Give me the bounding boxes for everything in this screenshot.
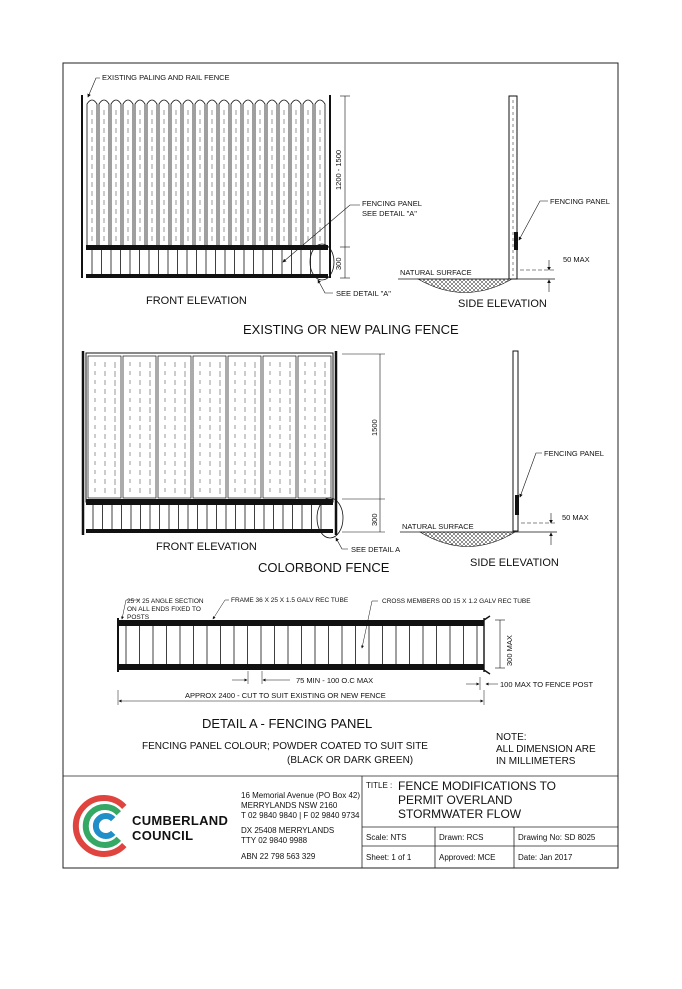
label-side-elevation-1: SIDE ELEVATION (458, 298, 547, 310)
note-heading: NOTE: (496, 732, 527, 743)
colorbond-sheet (87, 355, 122, 499)
cumberland-council-logo-icon (72, 795, 127, 857)
address-line-2: MERRYLANDS NSW 2160 (241, 801, 338, 810)
address-line-3: T 02 9840 9840 | F 02 9840 9734 (241, 811, 360, 820)
label-approx-2400: APPROX 2400 - CUT TO SUIT EXISTING OR NE… (185, 691, 386, 700)
colorbond-sheet (297, 355, 332, 499)
brand-name-line-2: COUNCIL (132, 828, 193, 843)
colorbond-sheet (227, 355, 262, 499)
brand-name-line-1: CUMBERLAND (132, 813, 228, 828)
label-existing-fence: EXISTING PALING AND RAIL FENCE (102, 73, 230, 82)
heading-paling-fence: EXISTING OR NEW PALING FENCE (243, 322, 459, 337)
label-front-elevation-paling: FRONT ELEVATION (146, 295, 247, 307)
colorbond-front-elevation (81, 351, 385, 550)
label-angle-section-3: POSTS (127, 614, 150, 621)
label-angle-section-1: 25 X 25 ANGLE SECTION (127, 598, 204, 605)
heading-detail-a: DETAIL A - FENCING PANEL (202, 716, 372, 731)
dim-300-colorbond: 300 (370, 513, 379, 526)
colorbond-sheets (87, 355, 332, 499)
panel-cross-members-colorbond (92, 505, 322, 529)
address-tty: TTY 02 9840 9988 (241, 836, 308, 845)
title-block (63, 775, 618, 868)
title-line-3: STORMWATER FLOW (398, 807, 522, 821)
colorbond-sheet (192, 355, 227, 499)
label-100-max: 100 MAX TO FENCE POST (500, 680, 594, 689)
sheet-border (62, 62, 619, 869)
label-angle-section-2: ON ALL ENDS FIXED TO (127, 606, 201, 613)
label-50-max-1: 50 MAX (563, 255, 590, 264)
paling-boards (86, 99, 326, 250)
colorbond-sheet (122, 355, 157, 499)
paling-front-elevation (81, 77, 360, 294)
detail-a-panel (117, 599, 505, 705)
label-colour-2: (BLACK OR DARK GREEN) (287, 755, 413, 766)
note-line-3: IN MILLIMETERS (496, 756, 576, 767)
label-front-elevation-colorbond: FRONT ELEVATION (156, 541, 257, 553)
title-line-1: FENCE MODIFICATIONS TO (398, 779, 556, 793)
label-cross-members: CROSS MEMBERS OD 15 X 1.2 GALV REC TUBE (382, 598, 531, 605)
field-scale: Scale: NTS (366, 833, 406, 842)
label-see-detail-a-colorbond: SEE DETAIL A (351, 545, 400, 554)
dim-300-paling: 300 (334, 257, 343, 270)
dim-1200-1500: 1200 - 1500 (334, 150, 343, 190)
colorbond-side-elevation (400, 350, 557, 547)
field-drawn: Drawn: RCS (439, 833, 483, 842)
label-fencing-panel-see-a-2: SEE DETAIL "A" (362, 209, 417, 218)
label-see-detail-a-paling: SEE DETAIL "A" (336, 289, 391, 298)
label-fencing-panel-side-2: FENCING PANEL (544, 449, 604, 458)
colorbond-sheet (157, 355, 192, 499)
heading-colorbond-fence: COLORBOND FENCE (258, 560, 390, 575)
dim-1500: 1500 (370, 419, 379, 436)
field-date: Date: Jan 2017 (518, 853, 573, 862)
label-50-max-2: 50 MAX (562, 513, 589, 522)
label-colour-1: FENCING PANEL COLOUR; POWDER COATED TO S… (142, 741, 428, 752)
label-fencing-panel-see-a-1: FENCING PANEL (362, 199, 422, 208)
field-sheet: Sheet: 1 of 1 (366, 853, 412, 862)
label-spacing: 75 MIN - 100 O.C MAX (296, 676, 373, 685)
field-approved: Approved: MCE (439, 853, 495, 862)
colorbond-sheet (262, 355, 297, 499)
address-abn: ABN 22 798 563 329 (241, 852, 316, 861)
title-line-2: PERMIT OVERLAND (398, 793, 513, 807)
panel-cross-members (91, 250, 321, 274)
paling-side-elevation (398, 95, 555, 293)
detail-cross-members (125, 626, 478, 664)
field-drawing-no: Drawing No: SD 8025 (518, 833, 596, 842)
label-fencing-panel-side-1: FENCING PANEL (550, 197, 610, 206)
dim-300-max: 300 MAX (505, 635, 514, 666)
title-label: TITLE : (366, 781, 392, 790)
label-natural-surface-2: NATURAL SURFACE (402, 522, 474, 531)
note-line-2: ALL DIMENSION ARE (496, 744, 596, 755)
address-line-1: 16 Memorial Avenue (PO Box 42) (241, 791, 360, 800)
address-dx: DX 25408 MERRYLANDS (241, 826, 334, 835)
label-natural-surface-1: NATURAL SURFACE (400, 268, 472, 277)
label-side-elevation-2: SIDE ELEVATION (470, 557, 559, 569)
label-frame: FRAME 36 X 25 X 1.5 GALV REC TUBE (231, 597, 349, 604)
